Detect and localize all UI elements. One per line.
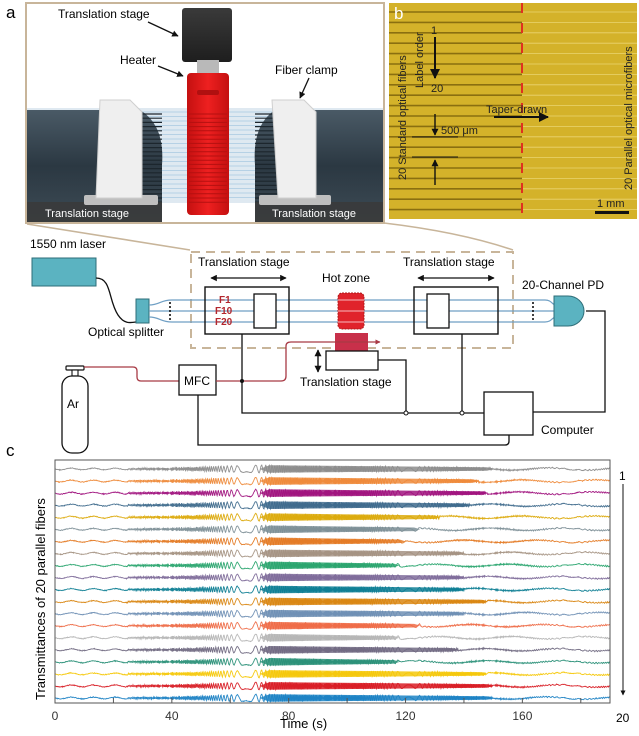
- trace-15-envelope: [259, 633, 400, 642]
- computer-box: [483, 391, 534, 436]
- argon-cylinder: [61, 375, 89, 454]
- trace-19-envelope: [259, 682, 494, 690]
- right-clamp-box: [426, 293, 450, 329]
- trace-16-envelope: [259, 645, 459, 654]
- trace-13-envelope: [259, 609, 464, 618]
- scale-bar: [595, 211, 629, 214]
- trace-18-envelope: [259, 670, 488, 678]
- cylinder-valve: [65, 365, 85, 371]
- junction-dot: [403, 410, 409, 416]
- trace-2-envelope: [259, 477, 479, 485]
- panel-b-label: b: [394, 4, 403, 23]
- heater-stage-label: Translation stage: [300, 375, 392, 389]
- laser-label: 1550 nm laser: [30, 237, 106, 251]
- gas-line-cylinder-mfc: [84, 366, 179, 382]
- computer-label: Computer: [541, 423, 594, 437]
- left-stage-label: Translation stage: [198, 255, 290, 269]
- left-fiber-clamp: [84, 99, 158, 205]
- microfibers-label: 20 Parallel optical microfibers: [623, 46, 635, 190]
- fiber-label-f10: F10: [215, 306, 233, 317]
- zoom-connector-left: [26, 223, 191, 251]
- left-clamp-box: [253, 293, 277, 329]
- callout-arrow: [157, 65, 184, 77]
- fiber-label-f20: F20: [215, 317, 233, 328]
- x-tick-label: 40: [165, 709, 179, 723]
- order-start: 1: [431, 25, 437, 37]
- junction-dot: [459, 410, 465, 416]
- mfc-label: MFC: [184, 374, 210, 388]
- right-stage-label: Translation stage: [403, 255, 495, 269]
- transmittance-traces: [54, 464, 611, 704]
- top-translation-stage: [182, 8, 232, 74]
- x-tick-label: 0: [52, 709, 59, 723]
- callout-fiber-clamp: Fiber clamp: [275, 63, 338, 77]
- mfc-computer-wire: [197, 395, 510, 446]
- callout-top-stage: Translation stage: [58, 7, 150, 21]
- panel-a-label: a: [6, 3, 16, 22]
- x-tick-label: 120: [396, 709, 416, 723]
- zoom-connector-right: [383, 222, 514, 251]
- splitter-label: Optical splitter: [88, 325, 164, 339]
- spacing-label: 500 μm: [441, 125, 478, 137]
- heater: [187, 73, 229, 215]
- trace-9-envelope: [259, 561, 400, 570]
- panel-c: c Transmittances of 20 parallel fibers 0…: [6, 441, 630, 731]
- right-stage-box: [413, 286, 499, 335]
- taper-drawn-label: Taper-drawn: [486, 104, 547, 116]
- panel-c-label: c: [6, 441, 15, 460]
- label-left-stage: Translation stage: [45, 208, 129, 220]
- laser-source: [31, 257, 97, 287]
- label-order-text: Label order: [414, 32, 426, 88]
- left-stage-box: [204, 286, 290, 335]
- trace-4-envelope: [259, 501, 470, 509]
- scale-bar-label: 1 mm: [597, 198, 625, 210]
- argon-label: Ar: [67, 397, 79, 411]
- label-right-stage: Translation stage: [272, 208, 356, 220]
- hot-zone-label: Hot zone: [322, 271, 370, 285]
- plot-frame: [54, 459, 611, 704]
- laser-fiber: [95, 277, 137, 324]
- trace-3-envelope: [259, 489, 488, 497]
- trace-5-envelope: [259, 513, 441, 522]
- x-tick-label: 160: [512, 709, 532, 723]
- callout-heater: Heater: [120, 53, 156, 67]
- y-axis-label: Transmittances of 20 parallel fibers: [33, 498, 48, 700]
- trace-12-envelope: [259, 597, 488, 606]
- trace-17-envelope: [259, 658, 400, 666]
- trace-11-envelope: [259, 585, 464, 594]
- right-fiber-clamp: [259, 99, 331, 205]
- pd-label: 20-Channel PD: [522, 278, 604, 292]
- left-stage-wire: [241, 334, 484, 414]
- standard-fibers-label: 20 Standard optical fibers: [397, 55, 409, 180]
- x-tick-label: 80: [282, 709, 296, 723]
- order-end: 20: [431, 83, 443, 95]
- trace-7-envelope: [259, 537, 406, 546]
- x-axis-label: Time (s): [280, 716, 327, 731]
- junction-dot: [240, 379, 244, 383]
- trace-8-envelope: [259, 549, 464, 558]
- trace-1-envelope: [259, 465, 494, 473]
- trace-6-envelope: [259, 525, 421, 534]
- callout-arrow: [147, 21, 179, 37]
- trace-20-envelope: [259, 694, 494, 702]
- photodetector: [553, 295, 585, 327]
- order-label-start: 1: [619, 469, 626, 483]
- trace-10-envelope: [259, 573, 464, 582]
- order-label-end: 20: [616, 711, 630, 725]
- heater-stage-wire: [378, 359, 407, 413]
- setup-schematic: 1550 nm laser Optical splitter Translati…: [30, 237, 606, 454]
- fiber-label-f1: F1: [219, 295, 231, 306]
- trace-14-envelope: [259, 621, 421, 630]
- x-axis-ticks: 0 40 80 120 160: [52, 698, 582, 723]
- panel-a: a: [6, 2, 385, 224]
- panel-b: b 20 Standard optical fibers Label order…: [389, 3, 637, 219]
- heater-stage-box: [325, 350, 379, 371]
- optical-splitter: [135, 298, 150, 324]
- callout-arrow: [299, 77, 310, 99]
- micrograph-background: [389, 3, 637, 219]
- pd-to-computer-wire: [533, 310, 606, 413]
- gas-line-mfc-heater: [216, 339, 381, 382]
